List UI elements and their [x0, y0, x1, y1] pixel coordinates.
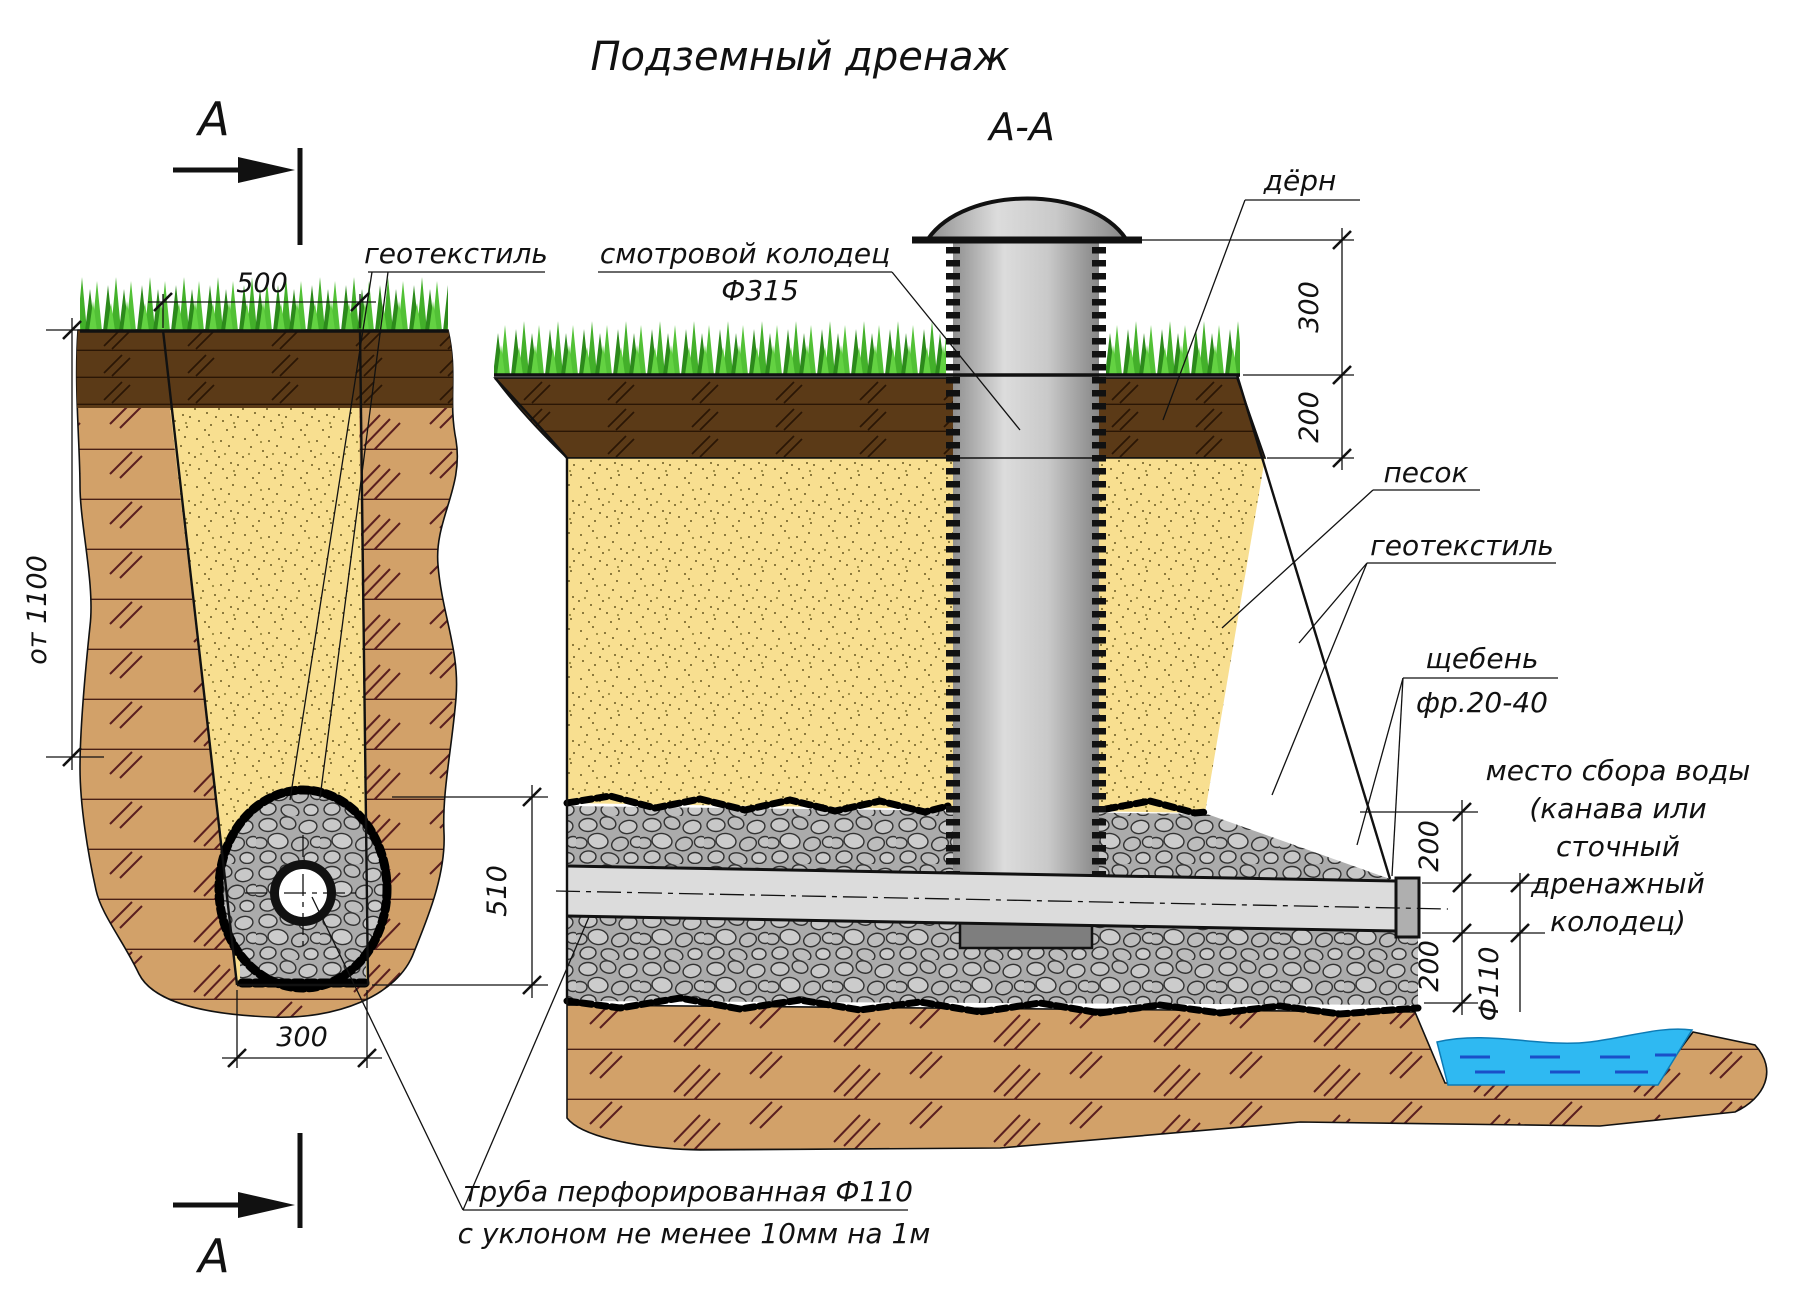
excavation-slope-edge — [1235, 374, 1392, 880]
svg-text:200: 200 — [1294, 391, 1325, 443]
section-letter-top: А — [195, 92, 229, 146]
gravel-below-pipe — [567, 916, 1418, 1005]
drain-pipe — [555, 864, 1449, 939]
dimensions: 500 от 1100 510 300 — [22, 228, 1545, 1068]
svg-text:колодец): колодец) — [1550, 905, 1686, 938]
svg-text:дренажный: дренажный — [1530, 867, 1705, 900]
geotextile-top-line — [563, 792, 1211, 817]
svg-text:щебень: щебень — [1426, 642, 1539, 675]
well-corrugation-right — [1092, 243, 1106, 878]
svg-text:геотекстиль: геотекстиль — [364, 237, 548, 270]
callouts: геотекстиль смотровой колодец Ф315 дёрн … — [289, 164, 1751, 1250]
svg-text:с уклоном не менее 10мм на 1: с уклоном не менее 10мм на 1м — [458, 1217, 931, 1250]
note-water-collection: место сбора воды (канава или сточный дре… — [1486, 754, 1751, 938]
dim-depth-min: от 1100 — [22, 318, 104, 770]
callout-gravel: щебень фр.20-40 — [1356, 642, 1558, 877]
svg-text:510: 510 — [482, 865, 513, 917]
section-arrow-icon — [238, 157, 295, 183]
svg-text:от 1100: от 1100 — [22, 555, 53, 665]
dim-gravel-wrap-height: 510 — [372, 785, 548, 998]
grass-strip — [494, 319, 946, 375]
trench-wall-right — [358, 329, 370, 986]
svg-text:сточный: сточный — [1556, 830, 1680, 863]
well-body — [953, 243, 1099, 878]
svg-text:(канава или: (канава или — [1529, 792, 1706, 825]
pipe-centerline — [555, 890, 1449, 910]
svg-text:труба перфорированная Ф110: труба перфорированная Ф110 — [463, 1175, 913, 1208]
dim-trench-top-width: 500 — [148, 268, 376, 328]
dim-trench-bottom-width: 300 — [222, 990, 382, 1068]
dim-well-above-ground: 300 200 — [1130, 228, 1354, 470]
grass-strip — [1106, 319, 1240, 375]
water — [1436, 1028, 1694, 1086]
svg-text:песок: песок — [1384, 456, 1469, 489]
well-cap — [912, 196, 1142, 244]
svg-text:300: 300 — [1294, 281, 1325, 333]
sand-backfill — [567, 458, 1265, 813]
section-label: А-А — [986, 105, 1055, 149]
section-letter-bottom: А — [195, 1229, 229, 1283]
callout-inspection-well: смотровой колодец Ф315 — [598, 237, 1021, 431]
svg-text:дёрн: дёрн — [1263, 164, 1337, 197]
svg-text:Ф110: Ф110 — [1474, 947, 1505, 1022]
callout-geotextile-right: геотекстиль — [1271, 529, 1556, 796]
svg-text:Ф315: Ф315 — [721, 274, 799, 307]
callout-sand: песок — [1221, 456, 1480, 629]
turf-layer — [493, 377, 1267, 459]
trench-wall-left — [161, 329, 239, 986]
turf-layer — [76, 330, 458, 408]
svg-text:смотровой колодец: смотровой колодец — [600, 237, 890, 270]
subsoil — [566, 1004, 1768, 1151]
svg-text:фр.20-40: фр.20-40 — [1416, 686, 1548, 719]
section-arrow-icon — [238, 1192, 295, 1218]
section-cut-marker-bottom: А — [173, 1133, 303, 1283]
dim-pipe-bedding: 200 200 Ф110 — [1360, 800, 1545, 1021]
page-title: Подземный дренаж — [590, 34, 1009, 80]
left-section-view — [75, 275, 459, 1019]
svg-text:геотекстиль: геотекстиль — [1370, 529, 1554, 562]
svg-text:500: 500 — [236, 268, 288, 299]
svg-text:200: 200 — [1414, 940, 1445, 992]
callout-geotextile-left: геотекстиль — [289, 237, 548, 801]
svg-text:200: 200 — [1414, 820, 1445, 872]
inspection-well — [946, 243, 1106, 950]
svg-text:место сбора воды: место сбора воды — [1486, 754, 1751, 787]
well-corrugation-left — [946, 243, 960, 878]
geotextile-wrap-ring — [214, 785, 392, 993]
geotextile-bottom-line — [563, 994, 1422, 1018]
section-cut-marker-top: А — [173, 92, 303, 245]
svg-text:300: 300 — [276, 1022, 328, 1053]
main-section-view — [493, 196, 1768, 1151]
callout-turf: дёрн — [1162, 164, 1360, 421]
note-perforated-pipe: труба перфорированная Ф110 с уклоном не … — [311, 896, 931, 1250]
